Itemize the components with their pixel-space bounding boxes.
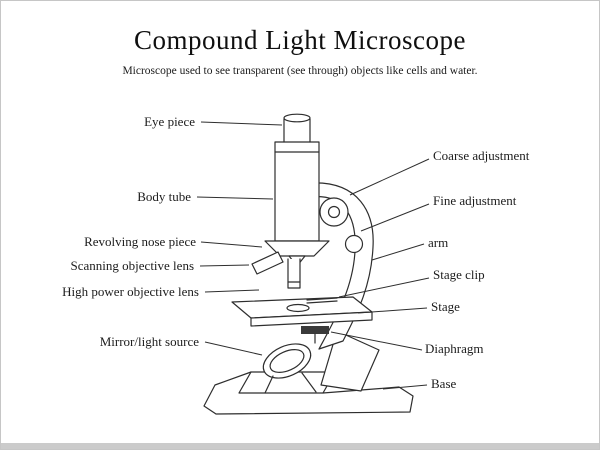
leader-revolving-nose-piece xyxy=(200,241,263,248)
stage-clip-shape xyxy=(306,297,338,304)
mirror-shape xyxy=(262,343,312,379)
slide-title: Compound Light Microscope xyxy=(134,25,466,55)
leader-mirror-light-source xyxy=(204,341,263,356)
mirror-fork xyxy=(264,372,317,394)
fine-knob-shape xyxy=(344,234,364,254)
pillar-shape xyxy=(320,330,380,392)
leader-coarse-adjustment xyxy=(349,158,430,196)
eyepiece-top xyxy=(283,113,311,123)
slide-subtitle: Microscope used to see transparent (see … xyxy=(122,65,478,77)
scanning-objective-shape xyxy=(251,251,284,275)
coarse-knob-inner xyxy=(327,205,341,219)
leader-lines xyxy=(196,121,430,390)
leader-stage xyxy=(357,307,428,314)
body-tube-shape xyxy=(274,141,320,242)
high-power-objective-shape xyxy=(287,258,301,289)
label-high-power-objective-lens: High power objective lens xyxy=(62,284,199,299)
label-scanning-objective-lens: Scanning objective lens xyxy=(70,258,194,273)
label-base: Base xyxy=(431,376,457,391)
leader-body-tube xyxy=(196,196,274,200)
eyepiece-shape xyxy=(283,118,311,143)
leader-fine-adjustment xyxy=(360,203,430,232)
stage-front-shape xyxy=(250,311,373,327)
label-stage: Stage xyxy=(431,299,460,314)
leader-base xyxy=(382,384,428,390)
label-fine-adjustment: Fine adjustment xyxy=(433,193,517,208)
leader-arm xyxy=(371,243,425,261)
leader-eye-piece xyxy=(200,121,283,126)
stage-hole xyxy=(286,303,310,313)
label-eye-piece: Eye piece xyxy=(144,114,195,129)
leader-stage-clip xyxy=(338,277,430,298)
leader-scanning-objective-lens xyxy=(199,264,250,267)
label-revolving-nose-piece: Revolving nose piece xyxy=(84,234,196,249)
leader-diaphragm xyxy=(330,331,423,351)
leader-high-power-objective-lens xyxy=(204,289,260,293)
label-arm: arm xyxy=(428,235,449,250)
label-coarse-adjustment: Coarse adjustment xyxy=(433,148,530,163)
label-body-tube: Body tube xyxy=(137,189,191,204)
slide-bottom-edge xyxy=(1,443,599,449)
nosepiece-shape xyxy=(264,240,330,257)
label-mirror-light-source: Mirror/light source xyxy=(99,334,199,349)
label-diaphragm: Diaphragm xyxy=(425,341,484,356)
diaphragm-shape xyxy=(301,326,329,334)
base-step-line xyxy=(238,371,324,394)
label-stage-clip: Stage clip xyxy=(433,267,485,282)
